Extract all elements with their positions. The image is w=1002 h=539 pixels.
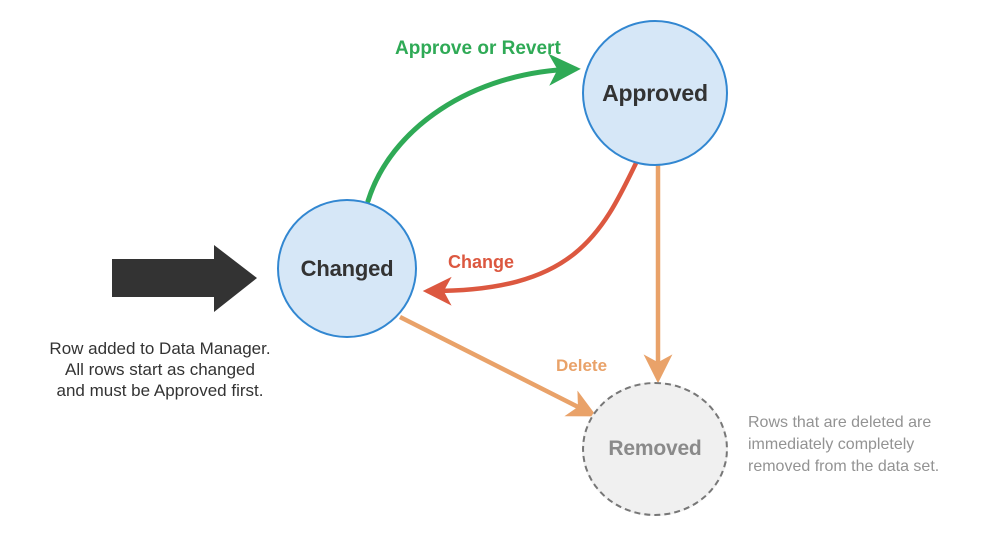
edge-label-delete: Delete — [556, 356, 608, 375]
state-node-removed[interactable]: Removed — [582, 382, 728, 516]
edge-label-change: Change — [448, 252, 515, 272]
edge-change — [422, 158, 640, 306]
state-node-approved[interactable]: Approved — [582, 20, 728, 166]
edge-approve-or-revert — [365, 53, 581, 204]
entry-block-arrow — [112, 245, 257, 312]
annotation-entry-note: Row added to Data Manager. All rows star… — [49, 339, 271, 400]
state-label-approved: Approved — [602, 79, 708, 106]
edge-delete-from-changed — [398, 314, 597, 417]
state-label-removed: Removed — [608, 437, 702, 460]
state-label-changed: Changed — [300, 255, 394, 281]
annotation-removed-note: Rows that are deleted are immediately co… — [748, 414, 940, 475]
state-node-changed[interactable]: Changed — [277, 199, 417, 338]
edge-label-approve-or-revert: Approve or Revert — [395, 38, 561, 59]
